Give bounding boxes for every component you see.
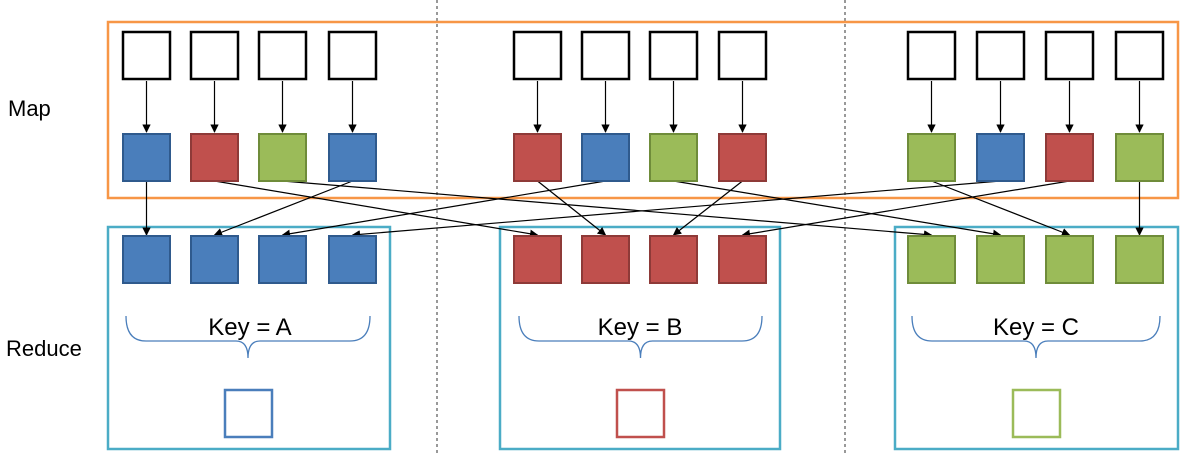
map-output-box xyxy=(328,133,377,182)
map-output-box xyxy=(190,133,239,182)
shuffle-arrow xyxy=(673,180,1002,238)
map-output-box xyxy=(649,133,698,182)
shuffle-arrow xyxy=(281,180,606,238)
shuffle-arrow xyxy=(351,180,1001,239)
input-box xyxy=(1044,30,1095,81)
reducer-box-c xyxy=(893,225,1180,451)
map-output-box xyxy=(718,133,767,182)
map-output-box xyxy=(513,133,562,182)
input-box xyxy=(121,30,172,81)
shuffle-arrow xyxy=(931,180,1071,237)
reduce-output-box xyxy=(1011,388,1062,439)
shuffle-arrow xyxy=(672,180,743,236)
shuffle-arrow xyxy=(214,180,539,238)
input-box xyxy=(580,30,631,81)
input-box xyxy=(906,30,957,81)
key-brace xyxy=(125,315,371,359)
input-box xyxy=(189,30,240,81)
reduce-input-box xyxy=(976,235,1025,284)
reduce-input-box xyxy=(513,235,562,284)
reduce-input-box xyxy=(328,235,377,284)
input-box xyxy=(717,30,768,81)
reducer-box-a xyxy=(106,225,392,451)
boxes-layer xyxy=(121,30,1165,439)
reduce-label: Reduce xyxy=(6,336,82,361)
input-box xyxy=(512,30,563,81)
input-box xyxy=(257,30,308,81)
key-label-a: Key = A xyxy=(208,314,291,341)
shuffle-arrow xyxy=(741,180,1070,238)
map-label: Map xyxy=(8,96,51,121)
reduce-input-box xyxy=(907,235,956,284)
map-output-box xyxy=(258,133,307,182)
map-output-box xyxy=(122,133,171,182)
reduce-output-box xyxy=(615,388,666,439)
map-output-box xyxy=(581,133,630,182)
reduce-input-box xyxy=(649,235,698,284)
reduce-input-box xyxy=(1045,235,1094,284)
braces-layer xyxy=(125,315,1161,359)
map-output-box xyxy=(976,133,1025,182)
input-box xyxy=(648,30,699,81)
map-output-box xyxy=(1045,133,1094,182)
key-label-b: Key = B xyxy=(598,314,683,341)
reduce-input-box xyxy=(122,235,171,284)
reduce-input-box xyxy=(718,235,767,284)
input-box xyxy=(327,30,378,81)
shuffle-arrow xyxy=(282,180,933,239)
reduce-input-box xyxy=(190,235,239,284)
map-output-box xyxy=(1115,133,1164,182)
key-label-c: Key = C xyxy=(993,314,1079,341)
input-box xyxy=(1114,30,1165,81)
input-box xyxy=(975,30,1026,81)
key-brace xyxy=(518,315,763,359)
reduce-input-box xyxy=(581,235,630,284)
shuffle-arrow xyxy=(213,180,353,237)
arrows-layer xyxy=(142,81,1144,239)
reducer-box-b xyxy=(498,225,782,451)
map-phase-box xyxy=(106,20,1180,200)
reduce-input-box xyxy=(258,235,307,284)
reduce-input-box xyxy=(1115,235,1164,284)
map-output-box xyxy=(907,133,956,182)
reduce-output-box xyxy=(223,388,274,439)
key-brace xyxy=(911,315,1161,359)
